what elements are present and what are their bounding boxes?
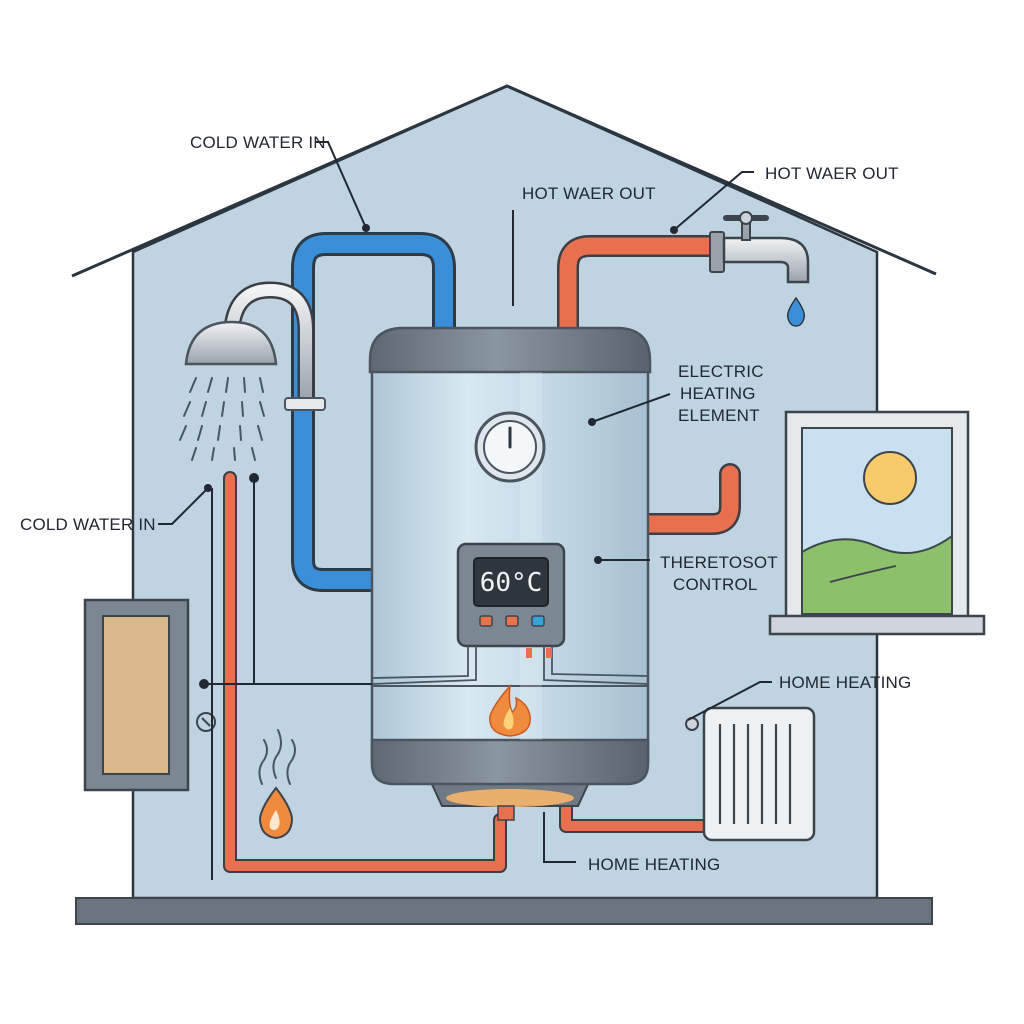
fuel-flame-icon <box>258 729 296 840</box>
pressure-gauge-icon <box>474 411 546 483</box>
label-home-heating-right: HOME HEATING <box>779 673 911 692</box>
label-thermostat-1: THERETOSOT <box>660 553 778 572</box>
electrical-panel-icon <box>83 598 216 792</box>
hot-water-pipes <box>223 235 741 873</box>
hill <box>801 534 953 615</box>
thermostat-control-panel: 60°C <box>371 542 649 685</box>
label-thermostat-2: CONTROL <box>673 575 758 594</box>
label-electric-heating-3: ELEMENT <box>678 406 760 425</box>
labels: COLD WATER IN HOT WAER OUT HOT WAER OUT … <box>20 133 911 874</box>
label-electric-heating-2: HEATING <box>680 384 756 403</box>
label-hot-water-out-center: HOT WAER OUT <box>522 184 656 203</box>
label-home-heating-bottom: HOME HEATING <box>588 855 720 874</box>
floor-slab <box>75 897 933 925</box>
sun-icon <box>863 451 917 505</box>
window-icon <box>768 410 986 636</box>
leader-lines <box>158 141 772 863</box>
control-button-1[interactable] <box>479 615 493 627</box>
control-button-3[interactable] <box>531 615 545 627</box>
control-button-2[interactable] <box>505 615 519 627</box>
roof-line <box>71 84 937 278</box>
label-electric-heating-1: ELECTRIC <box>678 362 764 381</box>
label-hot-water-out-right: HOT WAER OUT <box>765 164 899 183</box>
label-cold-water-in-left: COLD WATER IN <box>20 515 156 534</box>
radiator-icon <box>685 706 816 842</box>
faucet-icon <box>709 211 810 284</box>
water-drop-icon <box>786 296 806 327</box>
shower-head-icon <box>179 281 326 461</box>
temperature-readout: 60°C <box>480 568 543 598</box>
label-cold-water-in-top: COLD WATER IN <box>190 133 326 152</box>
left-supply-lines <box>199 473 372 880</box>
